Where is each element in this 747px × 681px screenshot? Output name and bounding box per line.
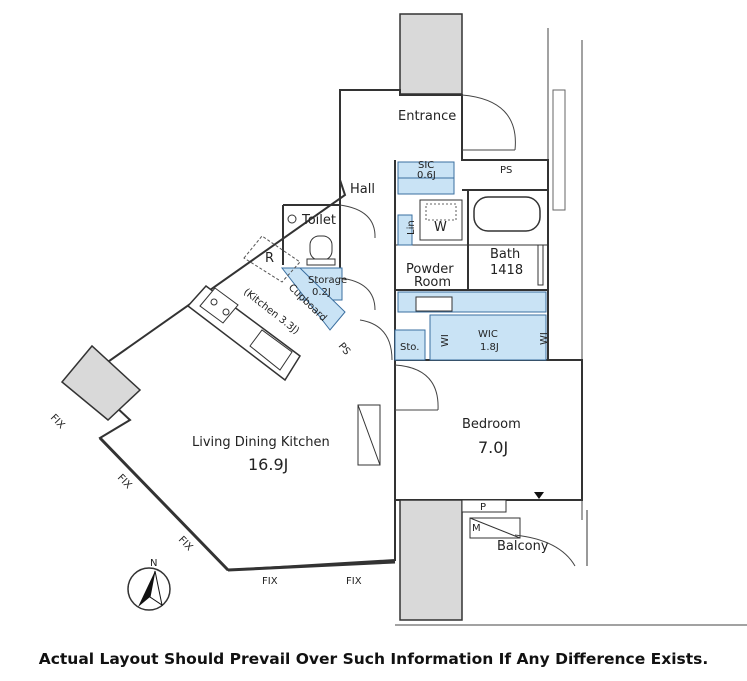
sink-icon	[415, 296, 453, 312]
bath-size: 1418	[490, 263, 523, 278]
fix-window-bottom	[227, 560, 396, 572]
fix-label: FIX	[262, 576, 278, 587]
r-label: R	[265, 251, 274, 266]
toilet-door	[339, 204, 376, 239]
hall-door	[359, 319, 393, 361]
bath-label: Bath	[490, 247, 520, 262]
lin-closet	[397, 214, 413, 246]
bathtub-icon	[473, 196, 541, 232]
floor-plan: Entrance SIC 0.6J PS Hall Toilet W Lin B…	[48, 13, 747, 626]
w-label: W	[434, 220, 447, 235]
wic-closet	[429, 314, 547, 361]
powder-label: Powder	[406, 262, 454, 277]
fix-label: FIX	[115, 472, 134, 491]
kitchen-sink-icon	[249, 329, 293, 371]
fix-label: FIX	[176, 534, 195, 553]
refrigerator-space	[243, 235, 301, 283]
m-label: M	[472, 523, 481, 534]
corner-column	[60, 344, 142, 421]
disclaimer-text: Actual Layout Should Prevail Over Such I…	[38, 650, 709, 668]
sic-label: SIC	[418, 160, 434, 171]
right-column	[552, 89, 566, 211]
fix-label: FIX	[48, 412, 67, 431]
shaft-top	[399, 13, 463, 95]
ldk-label: Living Dining Kitchen	[192, 435, 330, 450]
compass-n-label: N	[150, 558, 157, 569]
balcony-label: Balcony	[497, 539, 549, 554]
fix-label: FIX	[346, 576, 362, 587]
hall-label: Hall	[350, 182, 375, 197]
toilet-icon	[309, 235, 333, 261]
bedroom-label: Bedroom	[462, 417, 521, 432]
storage-door	[339, 277, 376, 311]
sto-closet	[394, 329, 426, 361]
powder-label-2: Room	[414, 275, 451, 290]
ps-top-label: PS	[500, 165, 512, 176]
entrance-label: Entrance	[398, 109, 456, 124]
storage-size: 0.2J	[312, 287, 331, 298]
entrance-door	[461, 94, 516, 151]
wi-left-label: WI	[440, 334, 451, 347]
wic-label: WIC	[478, 329, 498, 340]
wic-size: 1.8J	[480, 342, 499, 353]
shaft-bottom	[399, 499, 463, 621]
triangle-marker-icon	[534, 492, 544, 499]
fix-window-diagonal	[98, 436, 230, 572]
p-label: P	[480, 502, 486, 513]
north-compass-icon: N	[127, 558, 171, 611]
sto-label: Sto.	[400, 342, 419, 353]
bedroom-door	[394, 364, 439, 411]
sic-size: 0.6J	[417, 170, 436, 181]
toilet-label: Toilet	[301, 213, 336, 228]
lin-label: Lin	[406, 220, 417, 235]
ldk-size: 16.9J	[248, 455, 288, 474]
bedroom-size: 7.0J	[478, 438, 508, 457]
storage-label: Storage	[308, 275, 347, 286]
balcony-p-box	[461, 499, 507, 513]
wi-right-label: WI	[539, 332, 550, 345]
